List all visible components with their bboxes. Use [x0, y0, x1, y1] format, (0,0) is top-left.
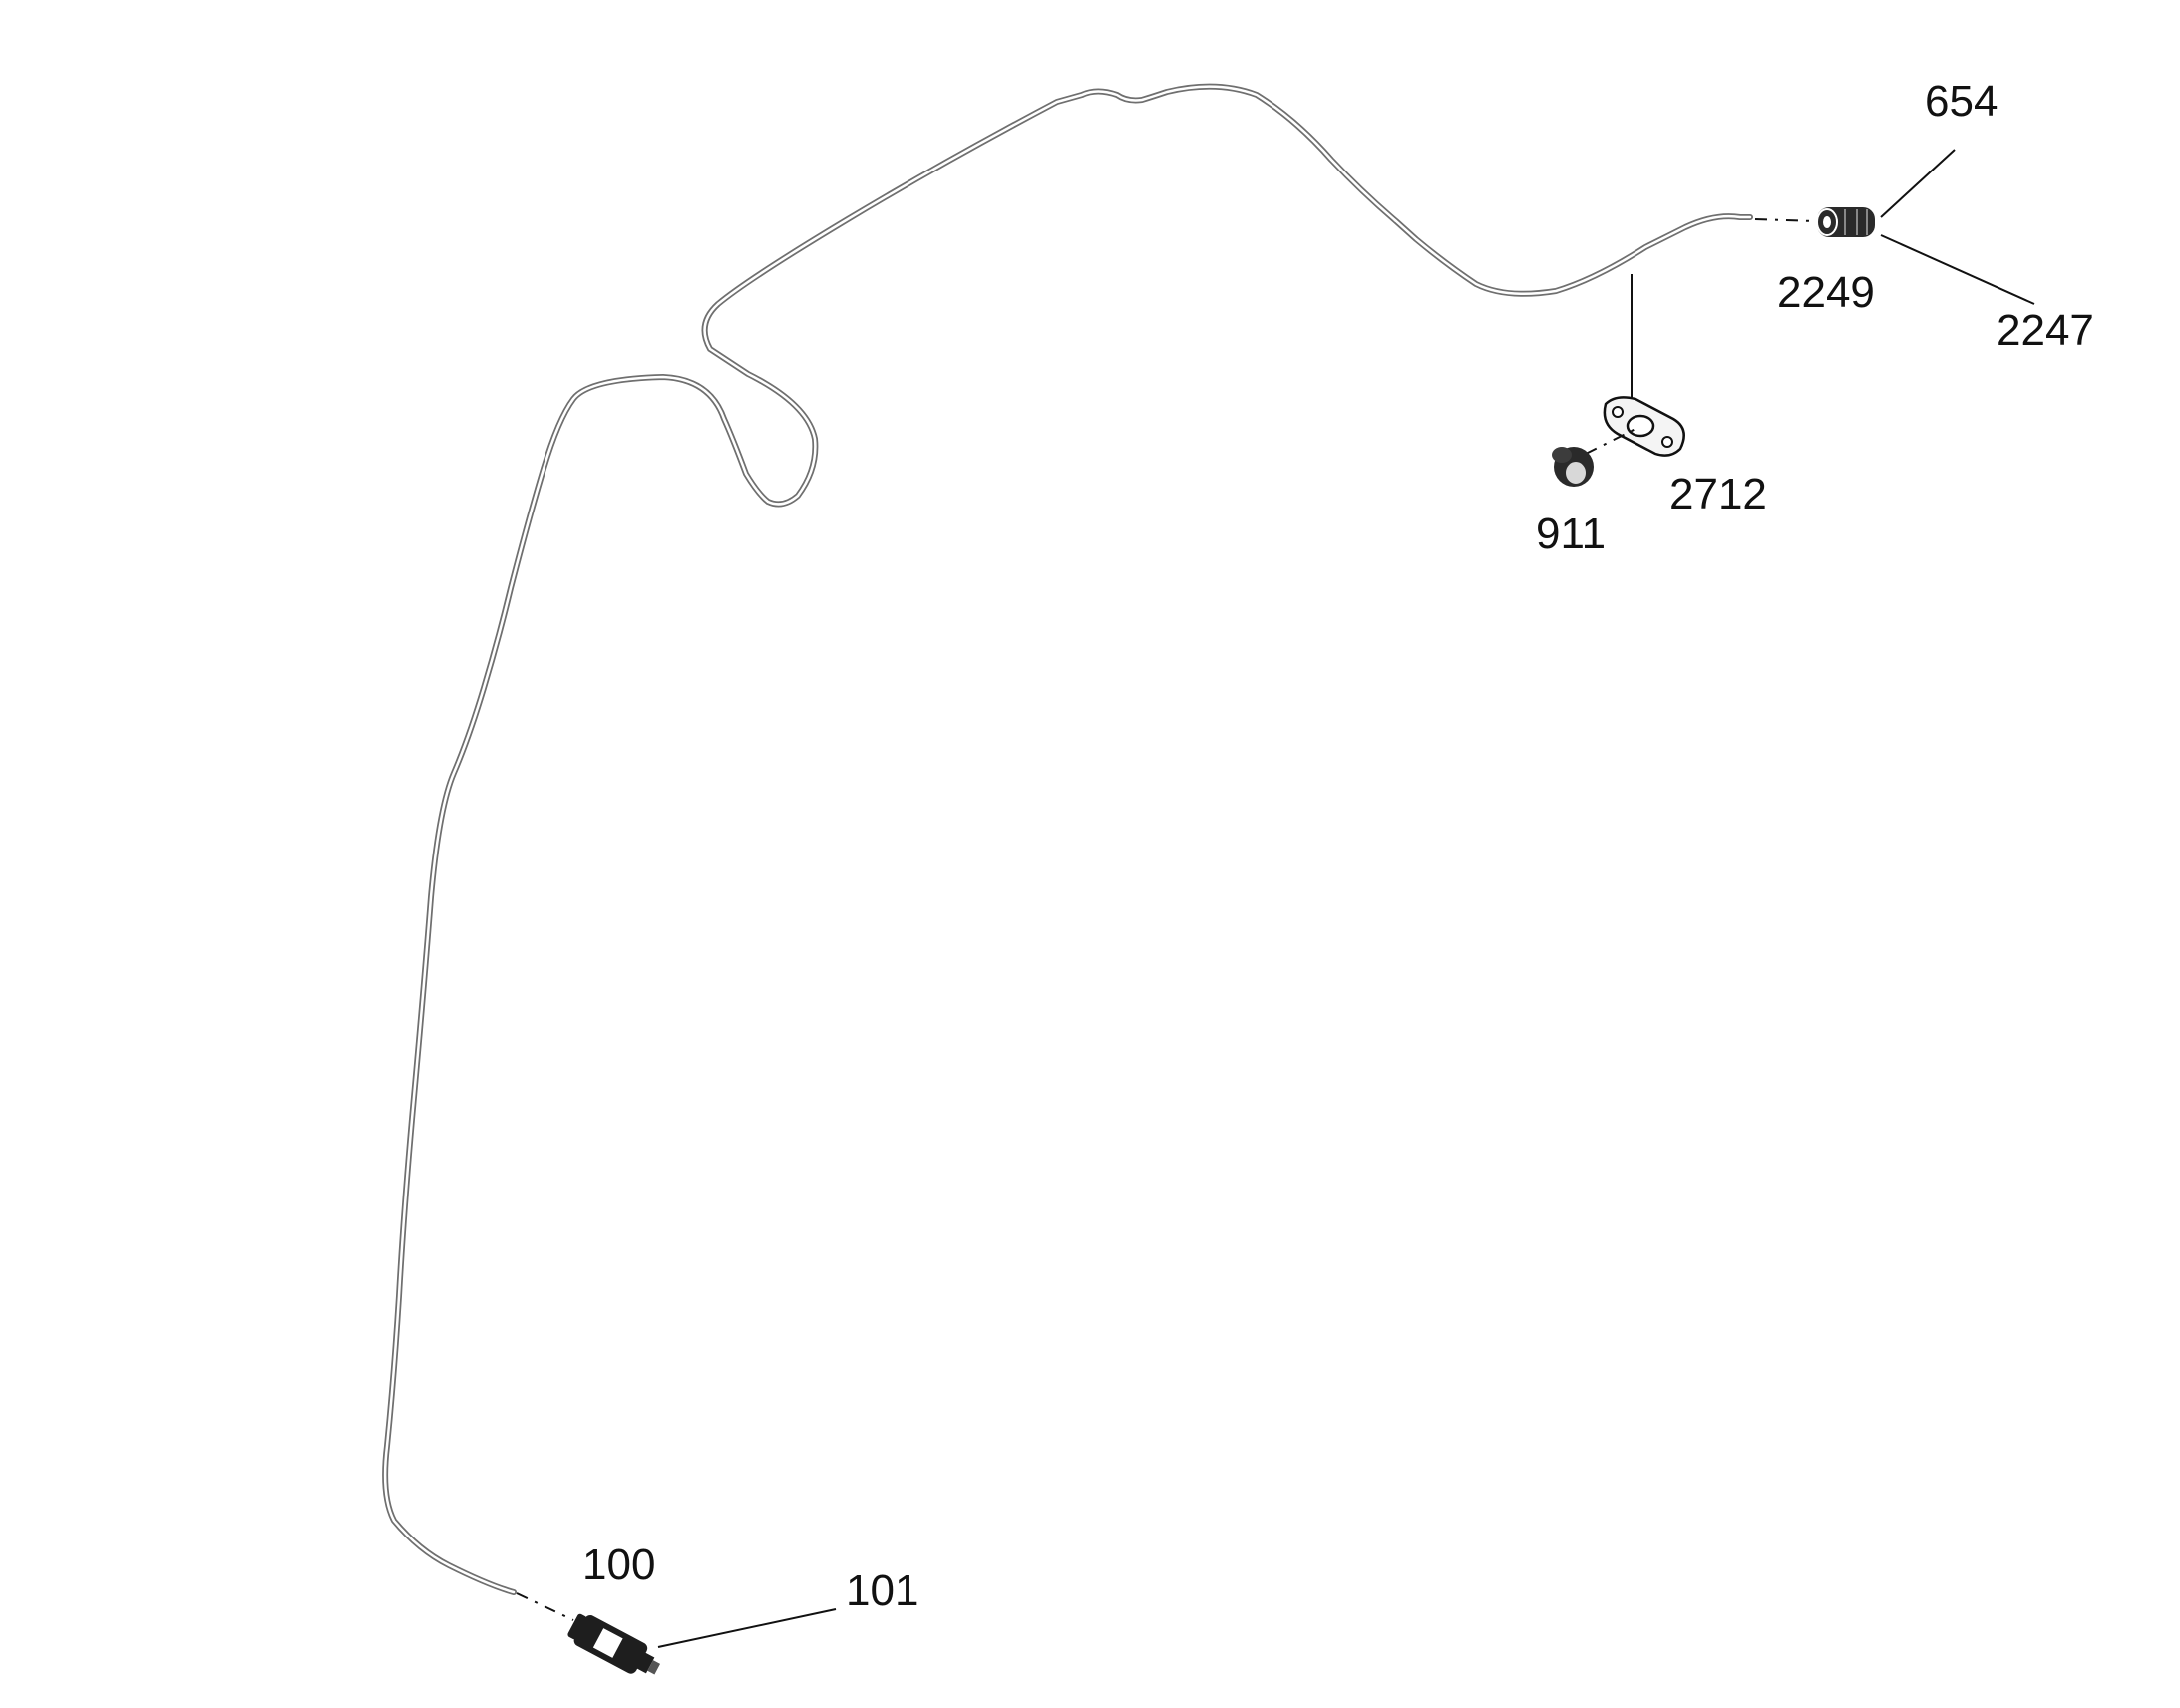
callout-100: 100 [582, 1540, 655, 1589]
callout-101: 101 [846, 1566, 918, 1615]
brake-line [382, 83, 1753, 1595]
callout-911: 911 [1536, 510, 1606, 558]
callout-2249: 2249 [1777, 268, 1875, 317]
callout-2712: 2712 [1669, 470, 1767, 518]
grommet [1552, 447, 1594, 487]
right-fitting [1754, 207, 1875, 237]
pressure-switch [516, 1592, 661, 1675]
callout-654: 654 [1925, 77, 1998, 126]
callout-2247: 2247 [1997, 306, 2094, 355]
mounting-bracket [1585, 274, 1685, 457]
leader-lines [657, 149, 2035, 1648]
